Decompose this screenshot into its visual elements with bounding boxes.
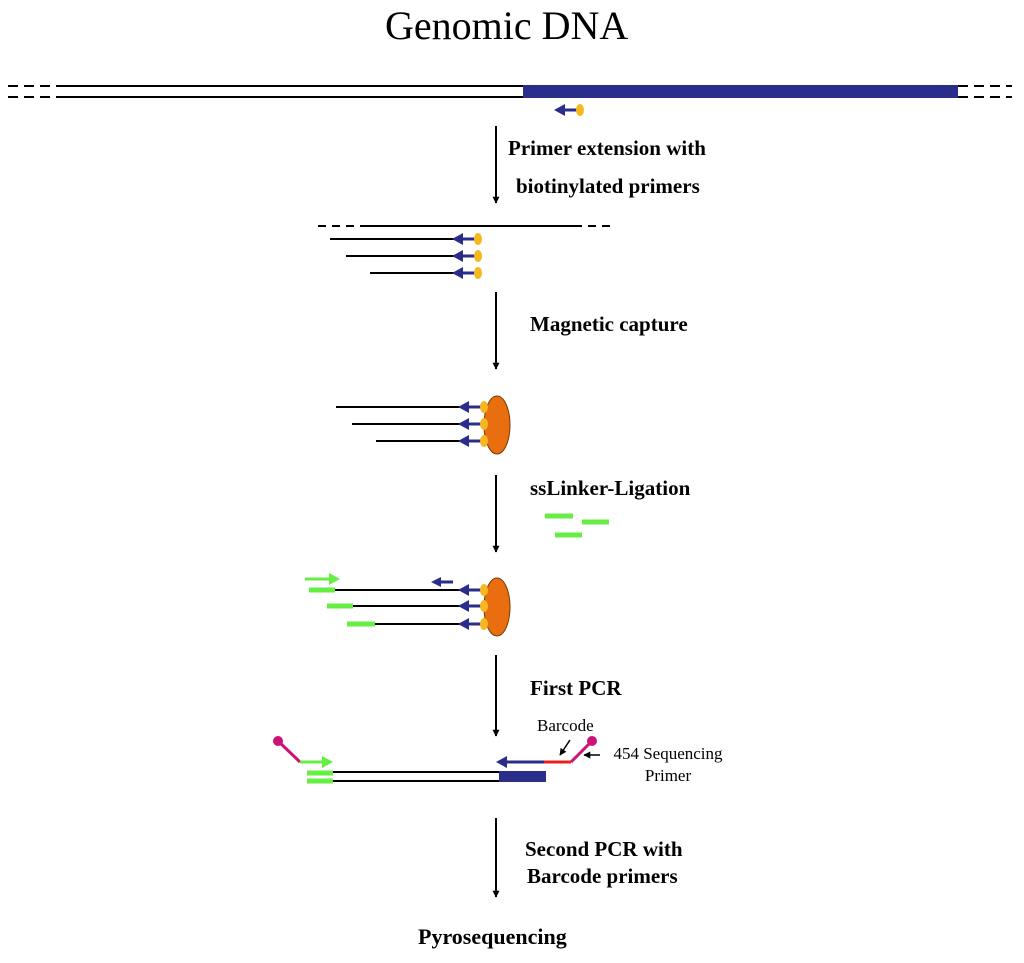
captured-products xyxy=(336,395,511,455)
ligated-products xyxy=(305,573,511,637)
target-region xyxy=(523,85,958,98)
barcode-label: Barcode xyxy=(537,716,594,735)
primer-2 xyxy=(452,250,482,262)
biotinylated-primer xyxy=(554,104,584,116)
primer-3 xyxy=(452,267,482,279)
forward-barcode-primer xyxy=(273,736,333,768)
seq-primer-label-line1: 454 Sequencing xyxy=(613,744,723,763)
linker-primer-forward xyxy=(305,573,340,585)
pcr-product xyxy=(273,736,600,784)
genomic-dna xyxy=(8,85,1012,98)
step-primer-extension-line1: Primer extension with xyxy=(508,136,706,160)
primer-1 xyxy=(452,233,482,245)
step-linker-ligation: ssLinker-Ligation xyxy=(530,476,691,500)
pcr-target-region xyxy=(499,771,546,782)
diagram-title: Genomic DNA xyxy=(385,3,629,48)
reverse-primer-small xyxy=(431,577,453,587)
seq-primer-label: 454 Sequencing Primer xyxy=(598,743,738,787)
reverse-barcode-primer xyxy=(496,736,597,768)
step-first-pcr: First PCR xyxy=(530,676,622,700)
extension-products xyxy=(318,225,614,279)
free-linkers xyxy=(545,513,609,538)
seq-primer-label-line2: Primer xyxy=(644,766,692,785)
step-magnetic-capture: Magnetic capture xyxy=(530,312,688,336)
step-primer-extension-line2: biotinylated primers xyxy=(516,174,700,198)
barcode-pointer xyxy=(559,739,571,756)
step-second-pcr-line2: Barcode primers xyxy=(527,864,678,888)
final-step-pyrosequencing: Pyrosequencing xyxy=(418,924,567,949)
step-second-pcr-line1: Second PCR with xyxy=(525,837,683,861)
